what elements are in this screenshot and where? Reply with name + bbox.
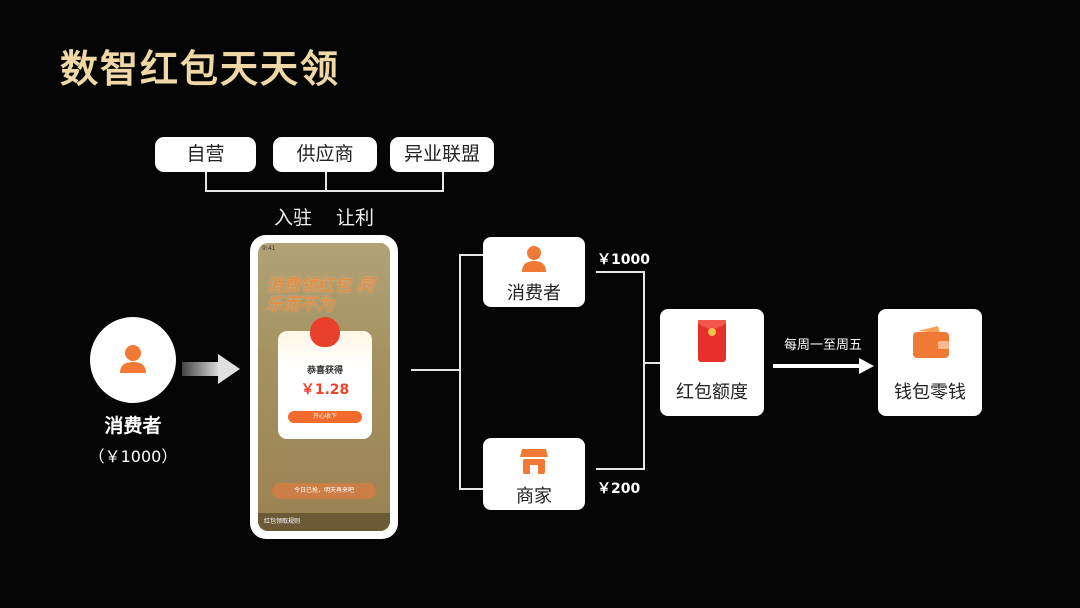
phone-screen: 9:41 消费领红包 同乐而不为 恭喜获得 ￥1.28 开心收下 今日已抢，明天… <box>258 243 390 531</box>
phone-banner: 消费领红包 同乐而不为 <box>266 276 374 315</box>
connector-consumer-out <box>596 271 644 273</box>
bracket-line-left <box>205 172 207 191</box>
phone-status-time: 9:41 <box>262 245 276 252</box>
bracket-line-right <box>442 172 444 191</box>
source-alliance: 异业联盟 <box>390 137 494 172</box>
arrow-right-icon <box>182 354 240 384</box>
bracket-line-mid <box>325 172 327 191</box>
phone-footer: 红包领取规则 <box>258 513 390 531</box>
connector-to-envelope <box>645 362 660 364</box>
envelope-card-label: 红包额度 <box>676 382 748 403</box>
popup-title: 恭喜获得 <box>306 366 343 376</box>
consumer-avatar <box>90 317 176 403</box>
bracket-line-horizontal <box>205 190 444 192</box>
wallet-card: 钱包零钱 <box>878 309 982 416</box>
schedule-label: 每周一至周五 <box>783 338 862 353</box>
connector-merchant-out <box>596 468 644 470</box>
connector-to-consumer <box>459 254 483 256</box>
phone-bottom-button[interactable]: 今日已抢，明天再来吧 <box>272 483 376 499</box>
reward-popup: 恭喜获得 ￥1.28 开心收下 <box>278 331 372 439</box>
consumer-card-label: 消费者 <box>507 283 561 304</box>
source-self-operated: 自营 <box>155 137 256 172</box>
consumer-card: 消费者 <box>483 237 585 307</box>
connector-vertical-right <box>643 271 645 470</box>
consumer-amount-label: ￥1000 <box>597 252 650 268</box>
consumer-label: 消费者 <box>104 415 162 437</box>
consumer-amount: （￥1000） <box>88 447 178 466</box>
store-icon <box>520 449 548 474</box>
arrow-right-icon <box>773 358 874 374</box>
popup-amount: ￥1.28 <box>300 382 350 398</box>
user-icon <box>522 246 546 272</box>
mascot-icon <box>310 317 340 347</box>
red-envelope-icon <box>698 320 726 362</box>
source-supplier: 供应商 <box>273 137 377 172</box>
caption-join: 入驻 <box>274 207 313 229</box>
user-icon <box>120 345 146 373</box>
page-title: 数智红包天天领 <box>60 47 341 91</box>
popup-accept-button[interactable]: 开心收下 <box>288 411 362 423</box>
connector-vertical-left <box>459 254 461 490</box>
merchant-card-label: 商家 <box>516 486 552 507</box>
merchant-card: 商家 <box>483 438 585 510</box>
wallet-icon <box>913 326 949 358</box>
connector-to-merchant <box>459 488 483 490</box>
merchant-amount-label: ￥200 <box>597 481 641 497</box>
connector-phone <box>411 369 460 371</box>
caption-concede: 让利 <box>336 207 375 229</box>
wallet-card-label: 钱包零钱 <box>894 382 966 403</box>
red-envelope-card: 红包额度 <box>660 309 764 416</box>
